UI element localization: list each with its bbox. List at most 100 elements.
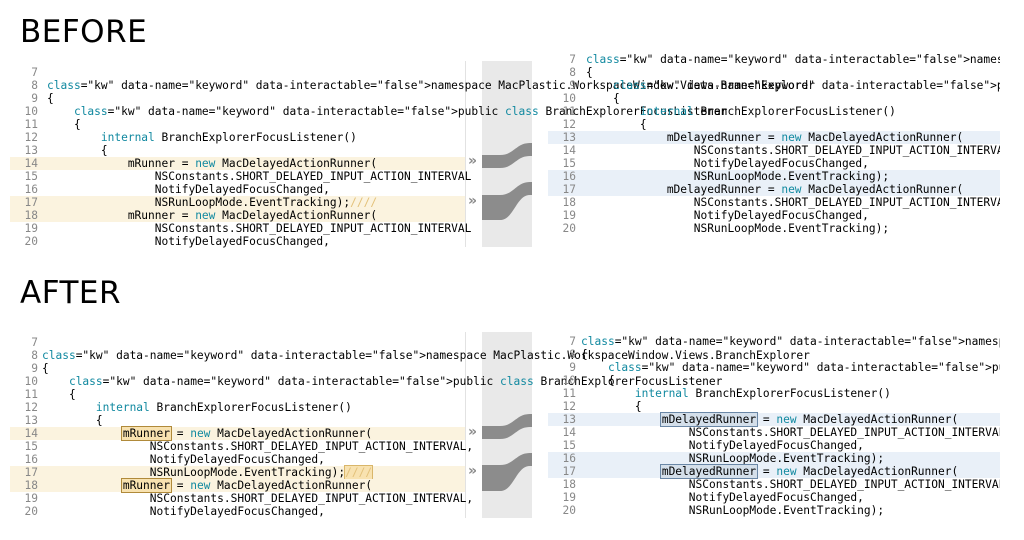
code-line[interactable]: 20 NSRunLoopMode.EventTracking);: [548, 222, 1000, 235]
code-text: NSConstants.SHORT_DELAYED_INPUT_ACTION_I…: [586, 196, 1000, 209]
code-line[interactable]: 8{: [548, 66, 1000, 79]
code-line[interactable]: 20 NotifyDelayedFocusChanged,: [10, 505, 465, 518]
code-line[interactable]: 12 internal BranchExplorerFocusListener(…: [10, 131, 465, 144]
line-number: 16: [24, 183, 38, 196]
code-text: {: [586, 66, 593, 79]
code-line[interactable]: 13 mDelayedRunner = new MacDelayedAction…: [548, 131, 1000, 144]
merge-arrow-icon[interactable]: »: [468, 463, 478, 479]
code-text: NSConstants.SHORT_DELAYED_INPUT_ACTION_I…: [42, 440, 474, 453]
code-line[interactable]: 14 NSConstants.SHORT_DELAYED_INPUT_ACTIO…: [548, 144, 1000, 157]
keyword: new: [776, 465, 797, 478]
code-line[interactable]: 9{: [10, 92, 465, 105]
code-text: {: [586, 92, 620, 105]
code-text: mDelayedRunner = new MacDelayedActionRun…: [586, 183, 964, 196]
code-line[interactable]: 16 NSRunLoopMode.EventTracking);: [548, 452, 1000, 465]
line-number: 7: [31, 336, 38, 349]
code-line[interactable]: 20 NSRunLoopMode.EventTracking);: [548, 504, 1000, 517]
code-line[interactable]: 10 {: [548, 92, 1000, 105]
code-line[interactable]: 19 NotifyDelayedFocusChanged,: [548, 209, 1000, 222]
merge-arrow-icon[interactable]: »: [468, 153, 478, 169]
code-line[interactable]: 15 NotifyDelayedFocusChanged,: [548, 439, 1000, 452]
code-text: NSRunLoopMode.EventTracking);: [586, 170, 890, 183]
code-line[interactable]: 10 class="kw" data-name="keyword" data-i…: [10, 375, 723, 388]
merge-arrow-icon[interactable]: »: [468, 193, 478, 209]
code-line[interactable]: 11 {: [10, 118, 465, 131]
line-number: 16: [562, 452, 576, 465]
code-line[interactable]: 13 {: [10, 144, 465, 157]
code-line[interactable]: 16 NSRunLoopMode.EventTracking);: [548, 170, 1000, 183]
line-number: 8: [569, 348, 576, 361]
code-line[interactable]: 7: [10, 336, 465, 349]
code-line[interactable]: 11 internal BranchExplorerFocusListener(…: [548, 387, 1000, 400]
code-line[interactable]: 10 class="kw" data-name="keyword" data-i…: [10, 105, 728, 118]
code-line[interactable]: 17 NSRunLoopMode.EventTracking);////: [10, 465, 465, 480]
code-line[interactable]: 13 {: [10, 414, 465, 427]
code-line[interactable]: 19 NSConstants.SHORT_DELAYED_INPUT_ACTIO…: [10, 492, 474, 505]
code-line[interactable]: 12 {: [548, 400, 1000, 413]
code-line[interactable]: 15 NSConstants.SHORT_DELAYED_INPUT_ACTIO…: [10, 440, 474, 453]
code-line[interactable]: 17 mDelayedRunner = new MacDelayedAction…: [548, 183, 1000, 196]
line-number: 19: [24, 492, 38, 505]
code-line[interactable]: 14 mRunner = new MacDelayedActionRunner(: [10, 157, 465, 170]
code-line[interactable]: 12 internal BranchExplorerFocusListener(…: [10, 401, 465, 414]
code-text: mRunner = new MacDelayedActionRunner(: [47, 209, 378, 222]
code-text: NotifyDelayedFocusChanged,: [47, 235, 330, 248]
keyword: class: [47, 79, 81, 92]
code-text: class="kw" data-name="keyword" data-inte…: [581, 335, 1000, 348]
code-line[interactable]: 8{: [548, 348, 1000, 361]
code-line[interactable]: 16 NotifyDelayedFocusChanged,: [10, 453, 465, 466]
keyword: class: [607, 361, 642, 374]
line-number: 7: [31, 66, 38, 79]
code-line[interactable]: 15 NSConstants.SHORT_DELAYED_INPUT_ACTIO…: [10, 170, 472, 183]
code-line[interactable]: 10 {: [548, 374, 1000, 387]
code-text: {: [47, 144, 108, 157]
code-text: {: [581, 400, 642, 413]
keyword: internal: [634, 387, 689, 400]
code-line[interactable]: 17 NSRunLoopMode.EventTracking);////: [10, 196, 465, 209]
code-line[interactable]: 19 NSConstants.SHORT_DELAYED_INPUT_ACTIO…: [10, 222, 472, 235]
code-line[interactable]: 17 mDelayedRunner = new MacDelayedAction…: [548, 464, 1000, 479]
code-line[interactable]: 9{: [10, 362, 465, 375]
code-line[interactable]: 12 {: [548, 118, 1000, 131]
code-text: {: [42, 388, 76, 401]
code-text: internal BranchExplorerFocusListener(): [95, 401, 352, 414]
code-line[interactable]: 15 NotifyDelayedFocusChanged,: [548, 157, 1000, 170]
line-number: 18: [562, 478, 576, 491]
keyword: class: [581, 335, 615, 348]
code-text: NotifyDelayedFocusChanged,: [42, 453, 325, 466]
code-text: internal BranchExplorerFocusListener(): [634, 387, 891, 400]
code-line[interactable]: 13 mDelayedRunner = new MacDelayedAction…: [548, 412, 1000, 427]
code-line[interactable]: 14 NSConstants.SHORT_DELAYED_INPUT_ACTIO…: [548, 426, 1000, 439]
code-text: NSConstants.SHORT_DELAYED_INPUT_ACTION_I…: [581, 478, 1000, 491]
code-line[interactable]: 18 mRunner = new MacDelayedActionRunner(: [10, 478, 465, 493]
code-line[interactable]: 11 {: [10, 388, 465, 401]
after-heading: AFTER: [20, 275, 122, 311]
code-line[interactable]: 9 class="kw" data-name="keyword" data-in…: [548, 361, 1000, 374]
code-line[interactable]: 18 NSConstants.SHORT_DELAYED_INPUT_ACTIO…: [548, 196, 1000, 209]
code-line[interactable]: 9 class="kw" data-name="keyword" data-in…: [548, 79, 1000, 92]
code-line[interactable]: 16 NotifyDelayedFocusChanged,: [10, 183, 465, 196]
line-number: 9: [569, 79, 576, 92]
code-line[interactable]: 7: [10, 66, 465, 79]
merge-arrow-icon[interactable]: »: [468, 424, 478, 440]
keyword: new: [781, 183, 802, 196]
code-line[interactable]: 19 NotifyDelayedFocusChanged,: [548, 491, 1000, 504]
code-line[interactable]: 14 mRunner = new MacDelayedActionRunner(: [10, 426, 465, 441]
code-line[interactable]: 18 NSConstants.SHORT_DELAYED_INPUT_ACTIO…: [548, 478, 1000, 491]
line-number: 15: [24, 170, 38, 183]
keyword: new: [776, 413, 797, 426]
code-line[interactable]: 20 NotifyDelayedFocusChanged,: [10, 235, 465, 248]
code-text: NSRunLoopMode.EventTracking);: [581, 504, 885, 517]
diff-connector: [482, 143, 532, 168]
line-number: 14: [24, 157, 38, 170]
code-text: NSConstants.SHORT_DELAYED_INPUT_ACTION_I…: [47, 222, 472, 235]
code-line[interactable]: 18 mRunner = new MacDelayedActionRunner(: [10, 209, 465, 222]
code-line[interactable]: 11 internal BranchExplorerFocusListener(…: [548, 105, 1000, 118]
line-number: 9: [31, 92, 38, 105]
